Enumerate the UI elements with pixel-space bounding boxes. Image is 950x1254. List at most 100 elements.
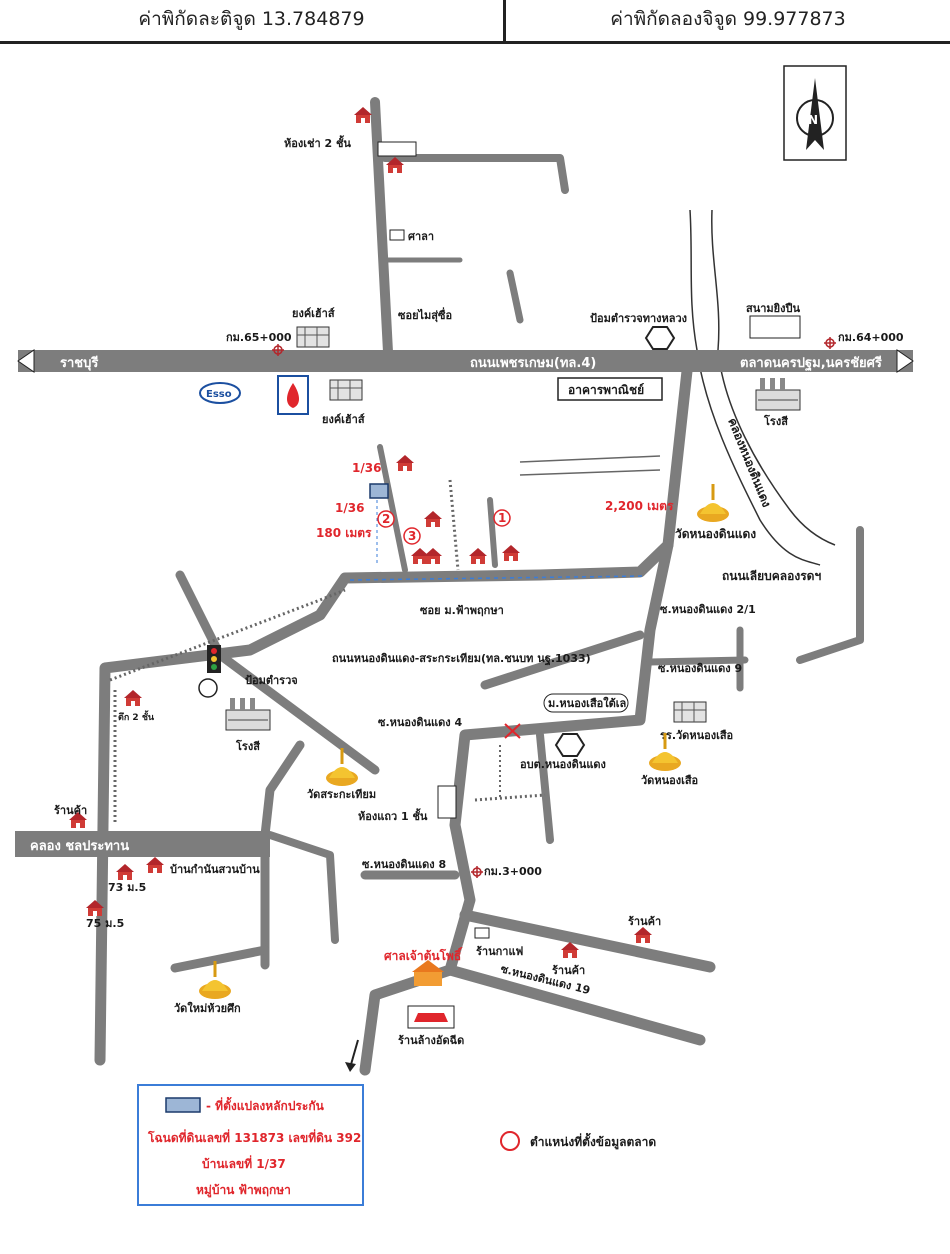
- km-marker-icon: [470, 865, 484, 879]
- building-icon: [329, 379, 363, 401]
- highway-east-direction: ตลาดนครปฐม,นครชัยศรี: [740, 355, 882, 372]
- house-icon: [396, 455, 414, 471]
- police-box-icon: [198, 678, 218, 698]
- label-building-2f: ตึก 2 ชั้น: [118, 710, 155, 723]
- market-data-marker-icon: [500, 1131, 520, 1151]
- subject-plot-marker: [369, 483, 389, 499]
- temple-icon: [695, 482, 731, 524]
- coordinate-divider: [503, 0, 506, 41]
- latitude-text: ค่าพิกัดละติจูด 13.784879: [138, 8, 365, 30]
- village-box: [543, 693, 629, 713]
- shrine-icon: [412, 960, 444, 986]
- legend-house-line: บ้านเลขที่ 1/37: [202, 1155, 286, 1171]
- label-car-wash: ร้านล้างอัดฉีด: [398, 1034, 464, 1047]
- label-distance-2200: 2,200 เมตร: [605, 499, 674, 513]
- label-sala: ศาลา: [408, 230, 434, 243]
- label-school-wat-nongsua: รร.วัดหนองเสือ: [660, 729, 733, 742]
- label-plot-1-36-top: 1/36: [352, 461, 381, 475]
- label-main-road: ถนนหนองดินแดง-สระกระเทียม(ทล.ชนบท นฐ.103…: [332, 652, 591, 666]
- canal-chonprathan-label: คลอง ชลประทาน: [30, 839, 129, 854]
- commercial-building-box: [557, 377, 663, 401]
- house-icon: [116, 864, 134, 880]
- house-icon: [424, 548, 442, 564]
- svg-text:3: 3: [408, 529, 416, 543]
- road-network: [94, 97, 864, 1076]
- label-soi-faphrueksa: ซอย ม.ฟ้าพฤกษา: [420, 604, 504, 617]
- minor-paths: [109, 455, 661, 825]
- label-wat-srakathiam: วัดสระกะเทียม: [307, 788, 376, 801]
- house-icon: [124, 690, 142, 706]
- highway-petchkasem: ถนนเพชรเกษม(ทล.4) ราชบุรี ตลาดนครปฐม,นคร…: [17, 349, 914, 373]
- coordinate-bar: ค่าพิกัดละติจูด 13.784879 ค่าพิกัดลองจิจ…: [0, 0, 950, 44]
- signpost-icon: [377, 141, 417, 157]
- factory-icon: [755, 377, 801, 411]
- km-marker-icon: [823, 336, 837, 350]
- canal-chonprathan-band: [15, 831, 270, 857]
- location-map: คลอง ชลประทาน ถนนเพชรเกษม(ทล.4) ราชบุรี …: [15, 65, 914, 1206]
- mail-icon: [389, 229, 405, 241]
- label-highway-police: ป้อมตำรวจทางหลวง: [590, 312, 687, 325]
- label-shop-left: ร้านค้า: [54, 804, 87, 817]
- label-soi-maisue: ซอยไมสุ่ซื่อ: [398, 307, 452, 323]
- label-sao: อบต.หนองดินแดง: [520, 758, 606, 771]
- compass-letter: N: [808, 113, 818, 127]
- label-shrine: ศาลเจ้าต้นโพธิ์: [384, 947, 463, 963]
- school-icon: [673, 701, 707, 723]
- label-soi-9: ซ.หนองดินแดง 9: [658, 662, 742, 675]
- svg-text:2: 2: [382, 512, 390, 526]
- svg-text:1: 1: [498, 511, 506, 525]
- ptt-logo: [277, 375, 309, 415]
- highway-west-direction: ราชบุรี: [60, 355, 98, 371]
- label-rental-room: ห้องเช่า 2 ชั้น: [284, 135, 351, 150]
- row-house-icon: [437, 785, 457, 819]
- traffic-light-icon: [207, 645, 221, 673]
- label-shop-right: ร้านค้า: [628, 915, 661, 928]
- mail-icon: [474, 927, 490, 939]
- comparable-marker-3: 3: [403, 527, 421, 545]
- legend-plot-swatch: [165, 1097, 201, 1113]
- label-commercial-building: อาคารพาณิชย์: [568, 383, 644, 397]
- market-marker-cross: [504, 723, 521, 739]
- legend-box: - ที่ตั้งแปลงหลักประกัน โฉนดที่ดินเลขที่…: [137, 1084, 364, 1206]
- sao-hexagon-icon: [555, 733, 585, 757]
- house-icon: [146, 857, 164, 873]
- label-km3: กม.3+000: [484, 865, 542, 878]
- canal-nongdindaeng: [689, 209, 836, 566]
- label-km65: กม.65+000: [226, 331, 292, 344]
- longitude-text: ค่าพิกัดลองจิจูด 99.977873: [610, 8, 846, 30]
- factory-icon: [225, 697, 271, 731]
- label-row-house: ห้องแถว 1 ชั้น: [358, 808, 428, 823]
- label-police-box: ป้อมตำรวจ: [245, 674, 298, 687]
- comparable-marker-1: 1: [493, 509, 511, 527]
- house-icon: [634, 927, 652, 943]
- building-icon: [296, 326, 330, 348]
- legend-village-line: หมู่บ้าน ฟ้าพฤกษา: [196, 1183, 291, 1198]
- label-village-head-house: บ้านกำนันสวนบ้าน: [170, 863, 260, 876]
- house-icon: [424, 511, 442, 527]
- comparable-marker-2: 2: [377, 510, 395, 528]
- label-yongfao-2: ยงค์เฮ้าส์: [322, 413, 365, 426]
- label-moo5-73: 73 ม.5: [108, 881, 146, 894]
- label-wat-mai-huaysuek: วัดใหม่ห้วยศึก: [174, 1001, 241, 1015]
- compass-rose: N: [783, 65, 847, 161]
- label-shop-center: ร้านค้า: [552, 964, 585, 977]
- esso-text: Esso: [206, 389, 232, 400]
- label-moo5-75: 75 ม.5: [86, 917, 124, 930]
- label-canal-road: ถนนเลียบคลองรดฯ: [722, 569, 821, 583]
- label-coffee-shop: ร้านกาแฟ: [476, 945, 524, 958]
- house-icon: [561, 942, 579, 958]
- house-icon: [502, 545, 520, 561]
- label-yongfao-1: ยงค์เฮ้าส์: [292, 307, 335, 320]
- esso-logo: Esso: [199, 382, 241, 404]
- highway-name: ถนนเพชรเกษม(ทล.4): [470, 356, 596, 371]
- house-icon: [469, 548, 487, 564]
- label-shooting-range: สนามยิงปืน: [746, 302, 800, 315]
- label-distance-180: 180 เมตร: [316, 526, 372, 540]
- house-icon: [354, 107, 372, 123]
- label-soi-8: ซ.หนองดินแดง 8: [362, 858, 446, 871]
- label-moo-nongsua: ม.หนองเสือใต้เล: [548, 696, 627, 710]
- legend-deed-line: โฉนดที่ดินเลขที่ 131873 เลขที่ดิน 392: [147, 1129, 361, 1145]
- label-wat-nongdindaeng: วัดหนองดินแดง: [675, 527, 756, 541]
- car-wash-icon: [407, 1005, 455, 1029]
- shooting-range-icon: [749, 315, 801, 339]
